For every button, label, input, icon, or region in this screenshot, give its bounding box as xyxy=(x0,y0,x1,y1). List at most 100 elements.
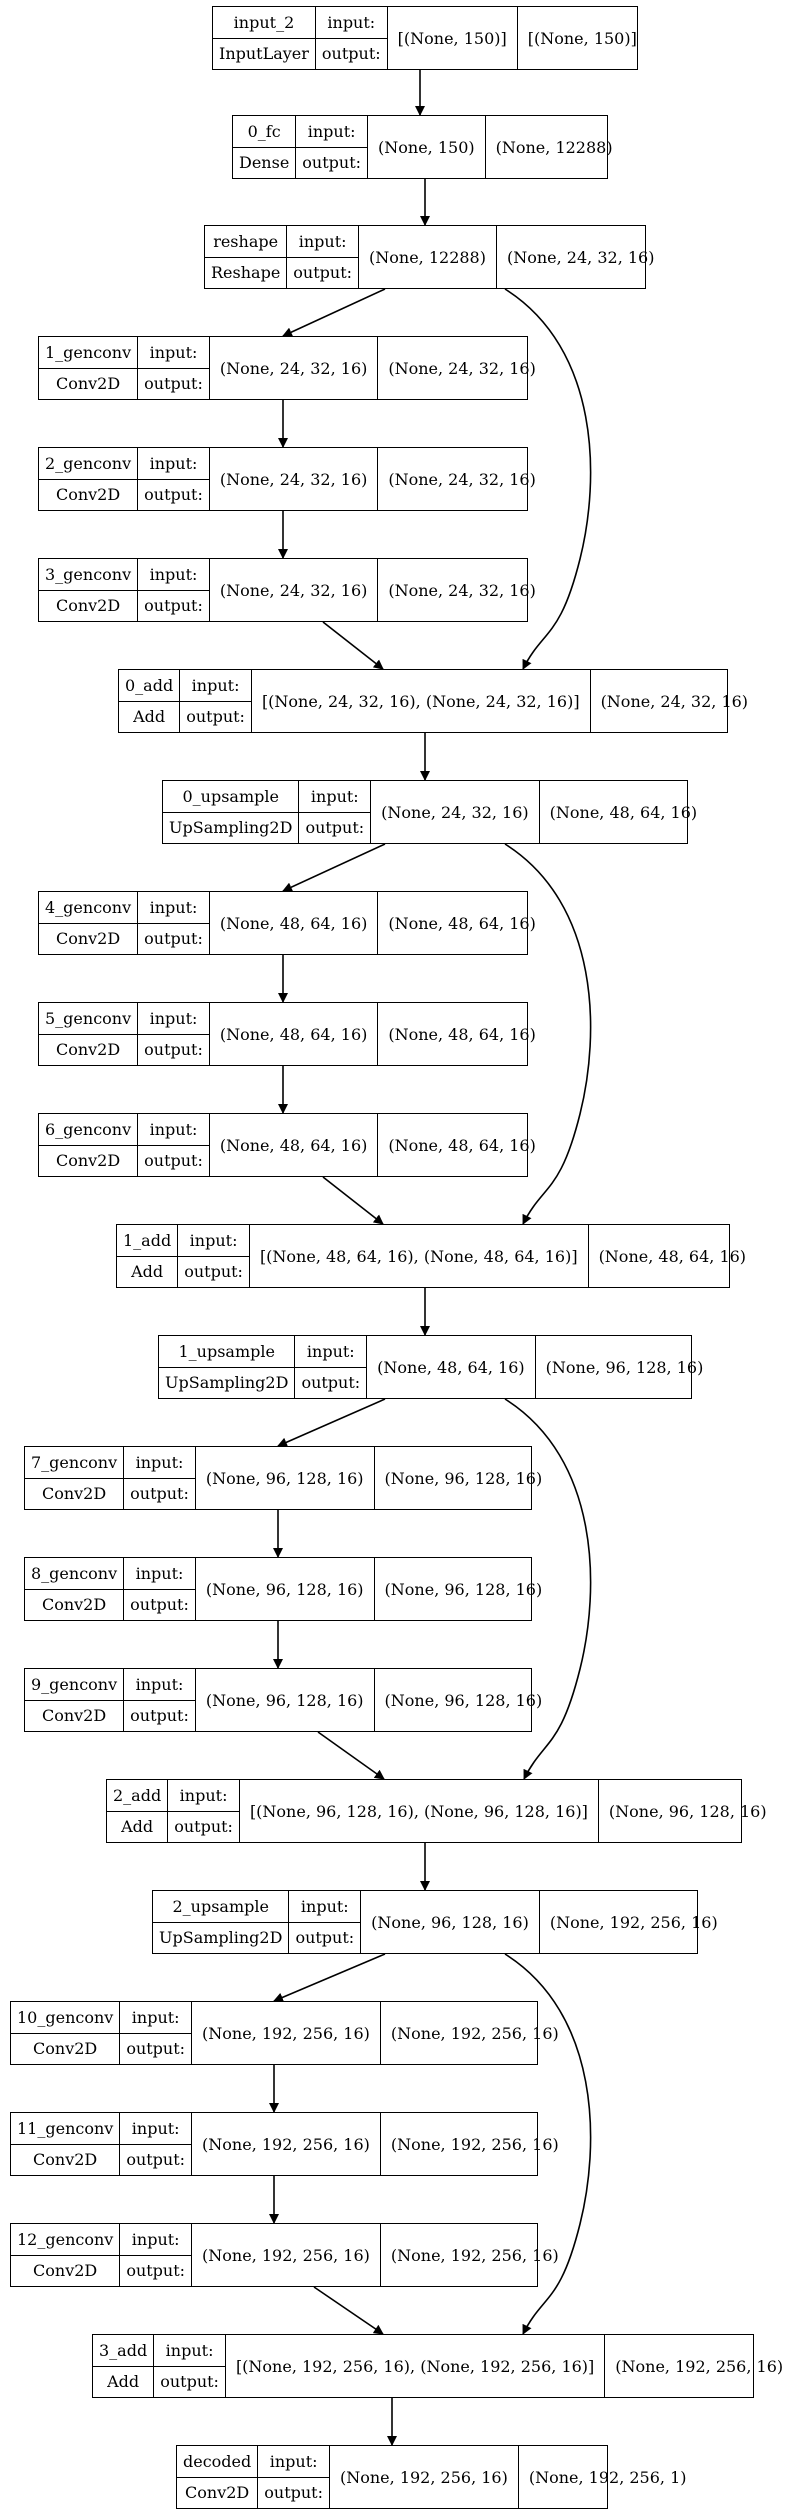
output-shape: (None, 48, 64, 16) xyxy=(377,892,545,954)
port-labels: input:output: xyxy=(137,448,209,510)
output-shape: (None, 192, 256, 16) xyxy=(379,2002,569,2064)
input-shape: (None, 24, 32, 16) xyxy=(370,781,538,843)
edge-6-genconv-to-1-add xyxy=(322,1176,384,1225)
layer-type: Conv2D xyxy=(41,1595,107,1615)
edge-12-genconv-to-3-add xyxy=(313,2286,384,2335)
layer-name: 3_genconv xyxy=(39,559,138,591)
edge-layer xyxy=(269,70,592,2446)
input-port-label: input: xyxy=(315,7,387,39)
output-port-label: output: xyxy=(144,1040,203,1060)
input-shape: [(None, 48, 64, 16), (None, 48, 64, 16)] xyxy=(248,1225,588,1287)
input-port-label: input: xyxy=(138,559,209,591)
input-shape: [(None, 24, 32, 16), (None, 24, 32, 16)] xyxy=(250,670,590,732)
output-port-label: output: xyxy=(186,707,245,727)
layer-name: 0_add xyxy=(119,670,180,702)
output-shape: (None, 96, 128, 16) xyxy=(373,1558,553,1620)
layer-name: 6_genconv xyxy=(39,1114,138,1146)
layer-name: 10_genconv xyxy=(11,2002,120,2034)
layer-type: Conv2D xyxy=(55,374,121,394)
output-port-label: output: xyxy=(144,485,203,505)
output-port-label: output: xyxy=(144,596,203,616)
edge-3-genconv-to-0-add xyxy=(322,621,384,670)
output-port-label: output: xyxy=(302,153,362,173)
layer-name: 2_add xyxy=(107,1780,168,1812)
port-labels: input:output: xyxy=(123,1669,195,1731)
input-shape: (None, 96, 128, 16) xyxy=(360,1891,539,1953)
edge-0-upsample-to-1-add xyxy=(504,843,592,1225)
output-shape: (None, 96, 128, 16) xyxy=(373,1447,553,1509)
port-labels: input:output: xyxy=(167,1780,239,1842)
output-shape: (None, 192, 256, 16) xyxy=(379,2113,569,2175)
port-labels: input: output: xyxy=(314,7,387,69)
edge-reshape-to-0-add xyxy=(504,288,592,670)
layer-type: Add xyxy=(107,2372,140,2392)
layer-type: Add xyxy=(131,1262,164,1282)
output-shape: (None, 192, 256, 1) xyxy=(517,2446,697,2508)
output-shape: (None, 24, 32, 16) xyxy=(377,448,545,510)
input-port-label: input: xyxy=(138,892,209,924)
port-labels: input:output: xyxy=(137,337,209,399)
input-shape: (None, 24, 32, 16) xyxy=(208,559,377,621)
layer-name: 1_genconv xyxy=(39,337,138,369)
output-shape: (None, 48, 64, 16) xyxy=(538,781,707,843)
layer-type: Reshape xyxy=(211,263,281,283)
layer-type: Conv2D xyxy=(55,596,121,616)
input-port-label: input: xyxy=(180,670,251,702)
input-shape: [(None, 192, 256, 16), (None, 192, 256, … xyxy=(224,2335,604,2397)
output-port-label: output: xyxy=(126,2039,186,2059)
output-shape: (None, 24, 32, 16) xyxy=(377,559,545,621)
input-shape: (None, 48, 64, 16) xyxy=(208,892,377,954)
layer-name: 2_genconv xyxy=(39,448,138,480)
output-port-label: output: xyxy=(174,1817,233,1837)
output-port-label: output: xyxy=(144,929,203,949)
layer-type: Conv2D xyxy=(33,2150,98,2170)
port-labels: input: output: xyxy=(137,559,209,621)
layer-type: Dense xyxy=(239,153,290,173)
edge-2-upsample-to-10-genconv xyxy=(273,1953,386,2003)
layer-type: Add xyxy=(133,707,166,727)
input-shape: (None, 96, 128, 16) xyxy=(194,1669,374,1731)
port-labels: input: output: xyxy=(179,670,251,732)
layer-name: input_2 xyxy=(213,7,315,39)
layer-type: Conv2D xyxy=(33,2261,98,2281)
output-port-label: output: xyxy=(321,44,381,64)
input-port-label: input: xyxy=(138,1003,209,1035)
layer-type: Conv2D xyxy=(41,1706,107,1726)
layer-name: 0_fc xyxy=(233,116,296,148)
layer-name: 1_upsample xyxy=(159,1336,295,1368)
output-port-label: output: xyxy=(295,1928,355,1948)
layer-name: 5_genconv xyxy=(39,1003,138,1035)
layer-type: UpSampling2D xyxy=(165,1373,289,1393)
output-shape: (None, 24, 32, 16) xyxy=(377,337,545,399)
input-shape: [(None, 96, 128, 16), (None, 96, 128, 16… xyxy=(238,1780,598,1842)
port-labels: input:output: xyxy=(294,1336,367,1398)
input-shape: (None, 24, 32, 16) xyxy=(208,448,377,510)
output-shape: (None, 96, 128, 16) xyxy=(373,1669,553,1731)
output-port-label: output: xyxy=(144,1151,203,1171)
output-port-label: output: xyxy=(126,2150,186,2170)
layer-name: 0_upsample xyxy=(163,781,299,813)
input-shape: (None, 12288) xyxy=(358,226,496,288)
input-port-label: input: xyxy=(299,781,371,813)
